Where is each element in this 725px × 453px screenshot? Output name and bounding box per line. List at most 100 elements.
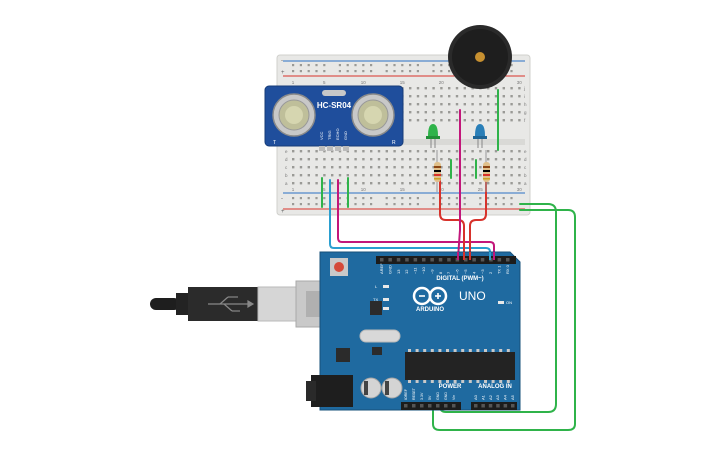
header-hole <box>405 258 409 262</box>
header-hole <box>422 258 426 262</box>
chip-pin <box>453 349 457 352</box>
header-hole <box>436 404 440 408</box>
rail-hole <box>416 203 419 206</box>
breadboard-hole <box>338 150 342 153</box>
sensor-pin-label: ECHO <box>335 128 340 140</box>
rail-hole <box>448 197 451 200</box>
breadboard-hole <box>448 87 451 90</box>
breadboard-hole <box>323 174 326 177</box>
breadboard-hole <box>331 166 334 169</box>
chip-pin <box>446 349 449 352</box>
breadboard-hole <box>377 150 381 153</box>
chip-pin <box>468 349 472 352</box>
resistor-1 <box>434 150 441 192</box>
rail-hole <box>401 197 404 200</box>
breadboard-hole <box>401 166 404 169</box>
breadboard-hole <box>471 174 474 177</box>
header-hole <box>488 404 493 408</box>
rail-hole <box>432 64 435 67</box>
breadboard-hole <box>385 158 388 161</box>
column-number: 20 <box>439 80 445 85</box>
breadboard-hole <box>440 174 443 177</box>
breadboard-hole <box>440 95 443 98</box>
rail-hole <box>354 70 357 73</box>
breadboard-hole <box>409 174 412 177</box>
arduino-brand: ARDUINO <box>416 307 444 313</box>
chip-pin <box>499 349 503 352</box>
arduino-model: UNO <box>459 289 486 303</box>
rail-hole <box>463 197 466 200</box>
row-letter: c <box>285 165 288 170</box>
rail-hole <box>502 197 505 200</box>
chip-pin <box>415 349 419 352</box>
sensor-pin-label: GND <box>343 131 348 140</box>
breadboard-hole <box>502 87 505 90</box>
breadboard-hole <box>494 87 498 90</box>
rail-hole <box>463 203 466 206</box>
breadboard-hole <box>307 182 310 185</box>
breadboard-hole <box>315 182 318 185</box>
breadboard-hole <box>463 150 466 153</box>
breadboard-hole <box>393 166 396 169</box>
breadboard-hole <box>440 182 443 185</box>
breadboard-hole <box>401 158 404 161</box>
rail-hole <box>494 203 497 206</box>
breadboard-hole <box>354 174 357 177</box>
rail-hole <box>385 70 388 73</box>
resistor-2 <box>483 150 490 192</box>
digital-pin-label: ~11 <box>413 267 418 274</box>
rail-hole <box>432 203 435 206</box>
column-number: 10 <box>361 80 367 85</box>
header-hole <box>496 404 500 408</box>
header-hole <box>497 258 502 262</box>
column-number: 20 <box>439 187 445 192</box>
digital-pin-label: 2 <box>488 271 493 274</box>
breadboard-hole <box>479 158 482 161</box>
breadboard-hole <box>315 150 318 153</box>
rail-hole <box>487 197 490 200</box>
breadboard-hole <box>463 158 466 161</box>
rail-hole <box>323 203 326 206</box>
breadboard-hole <box>424 87 427 90</box>
breadboard-hole <box>471 95 474 98</box>
column-number: 30 <box>517 187 523 192</box>
row-letter: a <box>285 181 288 186</box>
header-hole <box>472 258 476 262</box>
breadboard-hole <box>331 150 334 153</box>
breadboard-hole <box>502 174 505 177</box>
analog-pin-label: A5 <box>510 394 515 400</box>
breadboard-hole <box>440 158 443 161</box>
rail-hole <box>346 70 349 73</box>
breadboard-hole <box>448 119 451 122</box>
header-hole <box>396 258 401 262</box>
breadboard-hole <box>494 174 498 177</box>
breadboard-hole <box>455 95 459 98</box>
breadboard-hole <box>377 174 381 177</box>
rail-hole <box>370 203 373 206</box>
breadboard-hole <box>455 111 459 114</box>
reset-button[interactable] <box>330 258 348 276</box>
breadboard-hole <box>331 158 334 161</box>
header-hole <box>444 404 448 408</box>
digital-pin-label: TX 1 <box>497 265 502 274</box>
breadboard-hole <box>502 182 505 185</box>
chip-pin <box>423 380 427 383</box>
breadboard-hole <box>362 166 365 169</box>
breadboard-hole <box>510 174 513 177</box>
analog-pin-label: A0 <box>473 394 478 400</box>
breadboard-hole <box>323 150 326 153</box>
power-pin-label: RESET <box>412 387 416 400</box>
column-number: 5 <box>323 187 326 192</box>
breadboard-hole <box>448 158 451 161</box>
chip-pin <box>506 349 510 352</box>
breadboard-hole <box>487 87 490 90</box>
breadboard-hole <box>448 174 451 177</box>
breadboard-hole <box>292 158 295 161</box>
header-hole <box>412 404 416 408</box>
breadboard-hole <box>510 166 513 169</box>
sensor-pins <box>319 146 349 151</box>
rail-hole <box>323 64 326 67</box>
digital-pin-label: 4 <box>471 271 476 274</box>
breadboard-hole <box>346 150 349 153</box>
row-letter: f <box>524 118 526 123</box>
